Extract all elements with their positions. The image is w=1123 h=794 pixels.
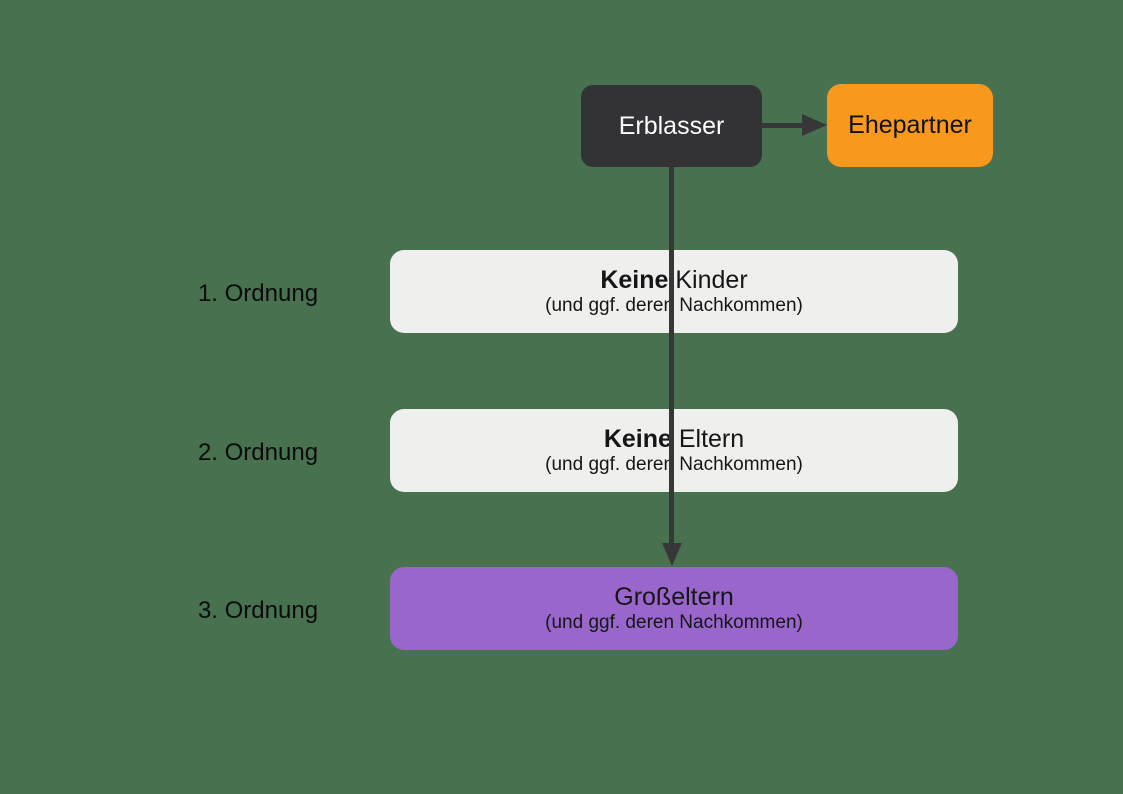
label-ordnung-1: 1. Ordnung: [197, 280, 319, 307]
arrow-erblasser-grosseltern-head: [662, 543, 682, 566]
row-ordnung-2-title-bold: Keine: [603, 425, 672, 454]
node-ehepartner-label: Ehepartner: [848, 111, 972, 139]
arrow-erblasser-ehepartner-head: [802, 114, 827, 136]
label-ordnung-3: 3. Ordnung: [197, 597, 319, 624]
row-ordnung-2-subtitle: (und ggf. deren Nachkommen): [545, 453, 803, 475]
node-erblasser-label: Erblasser: [618, 111, 725, 140]
row-ordnung-1: Keine Kinder (und ggf. deren Nachkommen): [390, 250, 958, 333]
row-ordnung-3: Großeltern (und ggf. deren Nachkommen): [390, 567, 958, 650]
row-ordnung-2: Keine Eltern (und ggf. deren Nachkommen): [390, 409, 958, 492]
node-ehepartner: Ehepartner: [827, 84, 993, 167]
row-ordnung-2-title-regular: Eltern: [671, 425, 745, 454]
row-ordnung-1-title-regular: Kinder: [668, 266, 748, 295]
arrow-erblasser-grosseltern-line: [669, 167, 674, 544]
label-ordnung-2: 2. Ordnung: [197, 439, 319, 466]
row-ordnung-3-title: Großeltern: [614, 583, 733, 612]
arrow-erblasser-ehepartner-line: [762, 123, 804, 128]
row-ordnung-2-title: Keine Eltern: [604, 425, 744, 454]
row-ordnung-3-title-regular: Großeltern: [614, 583, 734, 612]
row-ordnung-1-subtitle: (und ggf. deren Nachkommen): [545, 294, 803, 316]
node-erblasser: Erblasser: [581, 85, 762, 167]
row-ordnung-3-subtitle: (und ggf. deren Nachkommen): [545, 611, 803, 633]
row-ordnung-1-title: Keine Kinder: [600, 266, 747, 295]
row-ordnung-1-title-bold: Keine: [600, 266, 669, 295]
